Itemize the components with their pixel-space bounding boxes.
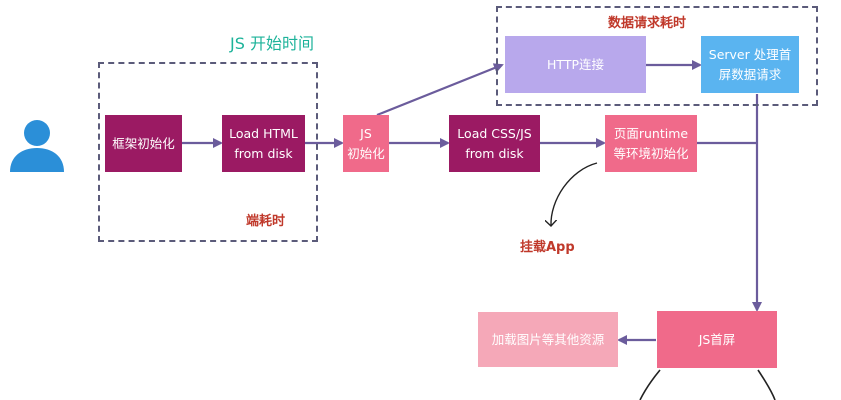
user-icon [10,120,64,172]
load-other-resources-node: 加载图片等其他资源 [478,312,618,367]
data-request-group [496,6,818,106]
curve-runtime-to-mount [551,162,598,226]
arrow-js-to-http [376,63,504,117]
curve-first-screen-left [639,369,661,400]
client-time-group [98,62,318,242]
js-first-screen-node: JS首屏 [657,311,777,368]
js-start-time-label: JS 开始时间 [230,34,314,53]
load-html-node: Load HTML from disk [222,115,305,172]
framework-init-node: 框架初始化 [105,115,182,172]
client-time-label: 端耗时 [246,214,286,229]
js-init-node: JS 初始化 [343,115,389,172]
page-runtime-init-node: 页面runtime 等环境初始化 [605,115,697,172]
mount-app-label: 挂载App [520,240,575,255]
curve-first-screen-right [757,369,776,400]
http-connect-node: HTTP连接 [505,36,646,93]
load-css-js-node: Load CSS/JS from disk [449,115,540,172]
server-process-node: Server 处理首 屏数据请求 [701,36,799,93]
data-request-time-label: 数据请求耗时 [608,16,687,31]
